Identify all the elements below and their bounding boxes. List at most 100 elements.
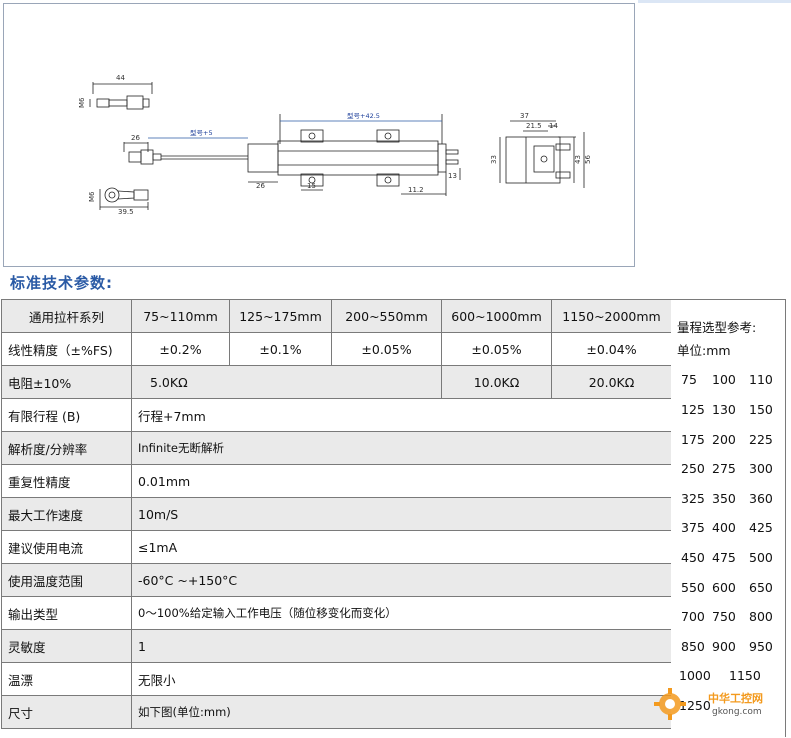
dim-11-2: 11.2	[408, 186, 424, 194]
dim-model-plus-5: 型号+5	[190, 128, 213, 137]
watermark-site: gkong.com	[712, 707, 762, 717]
range-value: 130	[712, 402, 736, 417]
row-label: 输出类型	[1, 596, 132, 630]
technical-drawing-panel: 44 M6 26 型号+5 型号+42.5 26 15 11.2 13 M6 3…	[3, 3, 635, 267]
range-row: 125 130 150	[679, 402, 784, 422]
row-label: 线性精度（±%FS)	[1, 332, 132, 366]
range-value: 360	[749, 491, 773, 506]
row-label: 尺寸	[1, 695, 132, 729]
cell-value: 10.0KΩ	[441, 365, 552, 399]
cell-value: ±0.2%	[131, 332, 230, 366]
table-row: 解析度/分辨率 Infinite无断解析	[1, 431, 672, 465]
dim-44: 44	[116, 74, 125, 82]
range-value: 200	[712, 432, 736, 447]
range-value: 275	[712, 461, 736, 476]
cell-value: ±0.05%	[331, 332, 442, 366]
watermark-logo: 中华工控网 gkong.com	[654, 688, 763, 720]
cell-value: 1	[131, 629, 672, 663]
header-label: 通用拉杆系列	[1, 299, 132, 333]
range-value: 475	[712, 550, 736, 565]
row-label: 电阻±10%	[1, 365, 132, 399]
table-row: 建议使用电流 ≤1mA	[1, 530, 672, 564]
dim-15: 15	[307, 182, 316, 190]
range-value: 325	[681, 491, 705, 506]
table-row: 重复性精度 0.01mm	[1, 464, 672, 498]
row-label: 解析度/分辨率	[1, 431, 132, 465]
range-value: 650	[749, 580, 773, 595]
table-row-resistance: 电阻±10% 5.0KΩ 10.0KΩ 20.0KΩ	[1, 365, 672, 399]
range-value: 950	[749, 639, 773, 654]
cell-value: -60°C ~+150°C	[131, 563, 672, 597]
dim-43: 43	[574, 155, 582, 164]
watermark-brand: 中华工控网	[708, 691, 763, 705]
cell-value: 5.0KΩ	[131, 365, 442, 399]
dim-56: 56	[584, 155, 592, 164]
table-row: 有限行程 (B) 行程+7mm	[1, 398, 672, 432]
range-row: 250 275 300	[679, 461, 784, 481]
table-row: 最大工作速度 10m/S	[1, 497, 672, 531]
header-col: 75~110mm	[131, 299, 230, 333]
dim-39-5: 39.5	[118, 208, 134, 216]
range-value: 125	[681, 402, 705, 417]
range-reference-panel: 量程选型参考: 单位:mm 75 100 110 125 130 150 175…	[671, 299, 786, 737]
range-value: 425	[749, 520, 773, 535]
range-value: 700	[681, 609, 705, 624]
header-col: 1150~2000mm	[551, 299, 672, 333]
table-row-accuracy: 线性精度（±%FS) ±0.2% ±0.1% ±0.05% ±0.05% ±0.…	[1, 332, 672, 366]
cell-value: 10m/S	[131, 497, 672, 531]
table-row: 使用温度范围 -60°C ~+150°C	[1, 563, 672, 597]
technical-drawing: 44 M6 26 型号+5 型号+42.5 26 15 11.2 13 M6 3…	[78, 74, 592, 216]
range-value: 100	[712, 372, 736, 387]
cell-value: ±0.05%	[441, 332, 552, 366]
row-label: 温漂	[1, 662, 132, 696]
cell-value: ≤1mA	[131, 530, 672, 564]
section-title: 标准技术参数:	[10, 274, 113, 292]
range-row: 1250	[679, 698, 784, 718]
range-value: 225	[749, 432, 773, 447]
cell-value: ±0.04%	[551, 332, 672, 366]
header-col: 125~175mm	[229, 299, 332, 333]
range-unit: 单位:mm	[677, 343, 731, 358]
dim-26-rod: 26	[131, 134, 140, 142]
dim-33: 33	[490, 155, 498, 164]
range-value: 600	[712, 580, 736, 595]
range-value: 1000	[679, 668, 711, 683]
range-value: 375	[681, 520, 705, 535]
range-value: 75	[681, 372, 697, 387]
range-value: 750	[712, 609, 736, 624]
cell-value: 0.01mm	[131, 464, 672, 498]
cell-value: 无限小	[131, 662, 672, 696]
dim-model-plus-42: 型号+42.5	[347, 111, 380, 120]
dim-21-5: 21.5	[526, 122, 542, 130]
cell-value: 行程+7mm	[131, 398, 672, 432]
range-value: 400	[712, 520, 736, 535]
row-label: 建议使用电流	[1, 530, 132, 564]
range-value: 300	[749, 461, 773, 476]
range-row: 175 200 225	[679, 432, 784, 452]
table-row: 输出类型 0～100%给定输入工作电压（随位移变化而变化）	[1, 596, 672, 630]
row-label: 使用温度范围	[1, 563, 132, 597]
table-row: 尺寸 如下图(单位:mm)	[1, 695, 672, 729]
range-row: 325 350 360	[679, 491, 784, 511]
range-value: 1150	[729, 668, 761, 683]
range-value: 550	[681, 580, 705, 595]
range-title: 量程选型参考:	[677, 320, 757, 335]
range-row: 75 100 110	[679, 372, 784, 392]
range-value: 250	[681, 461, 705, 476]
table-row-header: 通用拉杆系列 75~110mm 125~175mm 200~550mm 600~…	[1, 299, 672, 333]
header-col: 600~1000mm	[441, 299, 552, 333]
range-value: 1250	[679, 698, 711, 713]
row-label: 重复性精度	[1, 464, 132, 498]
range-row: 850 900 950	[679, 639, 784, 659]
dim-37: 37	[520, 112, 529, 120]
spec-table: 通用拉杆系列 75~110mm 125~175mm 200~550mm 600~…	[1, 299, 672, 729]
dim-26-body: 26	[256, 182, 265, 190]
range-value: 175	[681, 432, 705, 447]
cell-value: 如下图(单位:mm)	[131, 695, 672, 729]
row-label: 最大工作速度	[1, 497, 132, 531]
cell-value: Infinite无断解析	[131, 431, 672, 465]
cell-value: 20.0KΩ	[551, 365, 672, 399]
range-row: 700 750 800	[679, 609, 784, 629]
dim-m6-top: M6	[78, 97, 86, 108]
row-label: 有限行程 (B)	[1, 398, 132, 432]
